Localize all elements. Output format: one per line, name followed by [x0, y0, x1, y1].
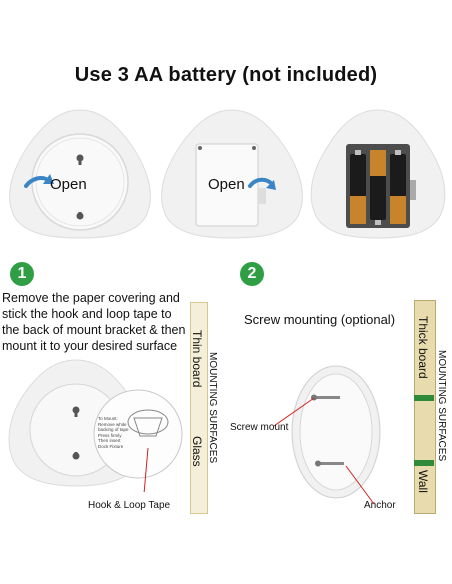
tape-sheet-line: To Mount:: [98, 416, 118, 421]
instruction-line: Remove the paper covering and: [2, 291, 180, 305]
tape-sheet-line: backing of tape: [98, 427, 129, 432]
screw-icon: [315, 460, 344, 467]
wall-divider: [414, 460, 434, 466]
open-label-left: Open: [50, 176, 87, 193]
tape-sheet-line: Remove white: [98, 421, 127, 427]
step-1-instructions: Remove the paper covering and stick the …: [2, 290, 192, 354]
tape-sheet-line: Press firmly: [98, 432, 122, 438]
wall-divider: [414, 395, 434, 401]
mounting-surfaces-label: MOUNTING SURFACES: [207, 352, 218, 464]
thick-board-label: Thick board: [416, 316, 430, 379]
page-title: Use 3 AA battery (not included): [74, 64, 378, 86]
aa-battery-icon: [350, 150, 366, 224]
keyhole-icon: [76, 212, 84, 220]
tape-sheet-line: Then insert: [98, 438, 121, 443]
thin-board-strip: [190, 302, 208, 514]
device-with-tape-view: [8, 359, 183, 492]
step-1-badge: 1: [10, 262, 34, 286]
device-batteries-view: [310, 109, 446, 239]
curved-arrow-icon: [248, 177, 274, 188]
step-2-badge: 2: [240, 262, 264, 286]
tape-sheet-line: Dock Fixture: [98, 443, 124, 449]
aa-battery-icon: [390, 150, 406, 224]
device-battery-cover-view: [161, 109, 303, 239]
open-label-middle: Open: [208, 176, 245, 193]
glass-label: Glass: [190, 436, 204, 467]
keyhole-icon: [76, 154, 84, 165]
instruction-line: the back of mount bracket & then: [2, 323, 186, 337]
device-screw-mount-view: [274, 365, 381, 505]
instruction-line: stick the hook and loop tape to: [2, 307, 172, 321]
screw-mount-label: Screw mount: [230, 422, 289, 433]
anchor-label: Anchor: [364, 500, 396, 511]
step-2-heading: Screw mounting (optional): [244, 312, 396, 327]
thin-board-label: Thin board: [190, 330, 204, 388]
tape-instruction-sheet: To Mount: Remove white backing of tape P…: [98, 416, 144, 449]
mounting-surfaces-label: MOUNTING SURFACES: [436, 350, 447, 462]
hook-loop-tape-label: Hook & Loop Tape: [88, 500, 171, 511]
aa-battery-icon: [370, 150, 386, 225]
device-back-view: [9, 109, 151, 239]
instruction-line: mount it to your desired surface: [2, 339, 178, 353]
wall-label: Wall: [416, 470, 430, 493]
